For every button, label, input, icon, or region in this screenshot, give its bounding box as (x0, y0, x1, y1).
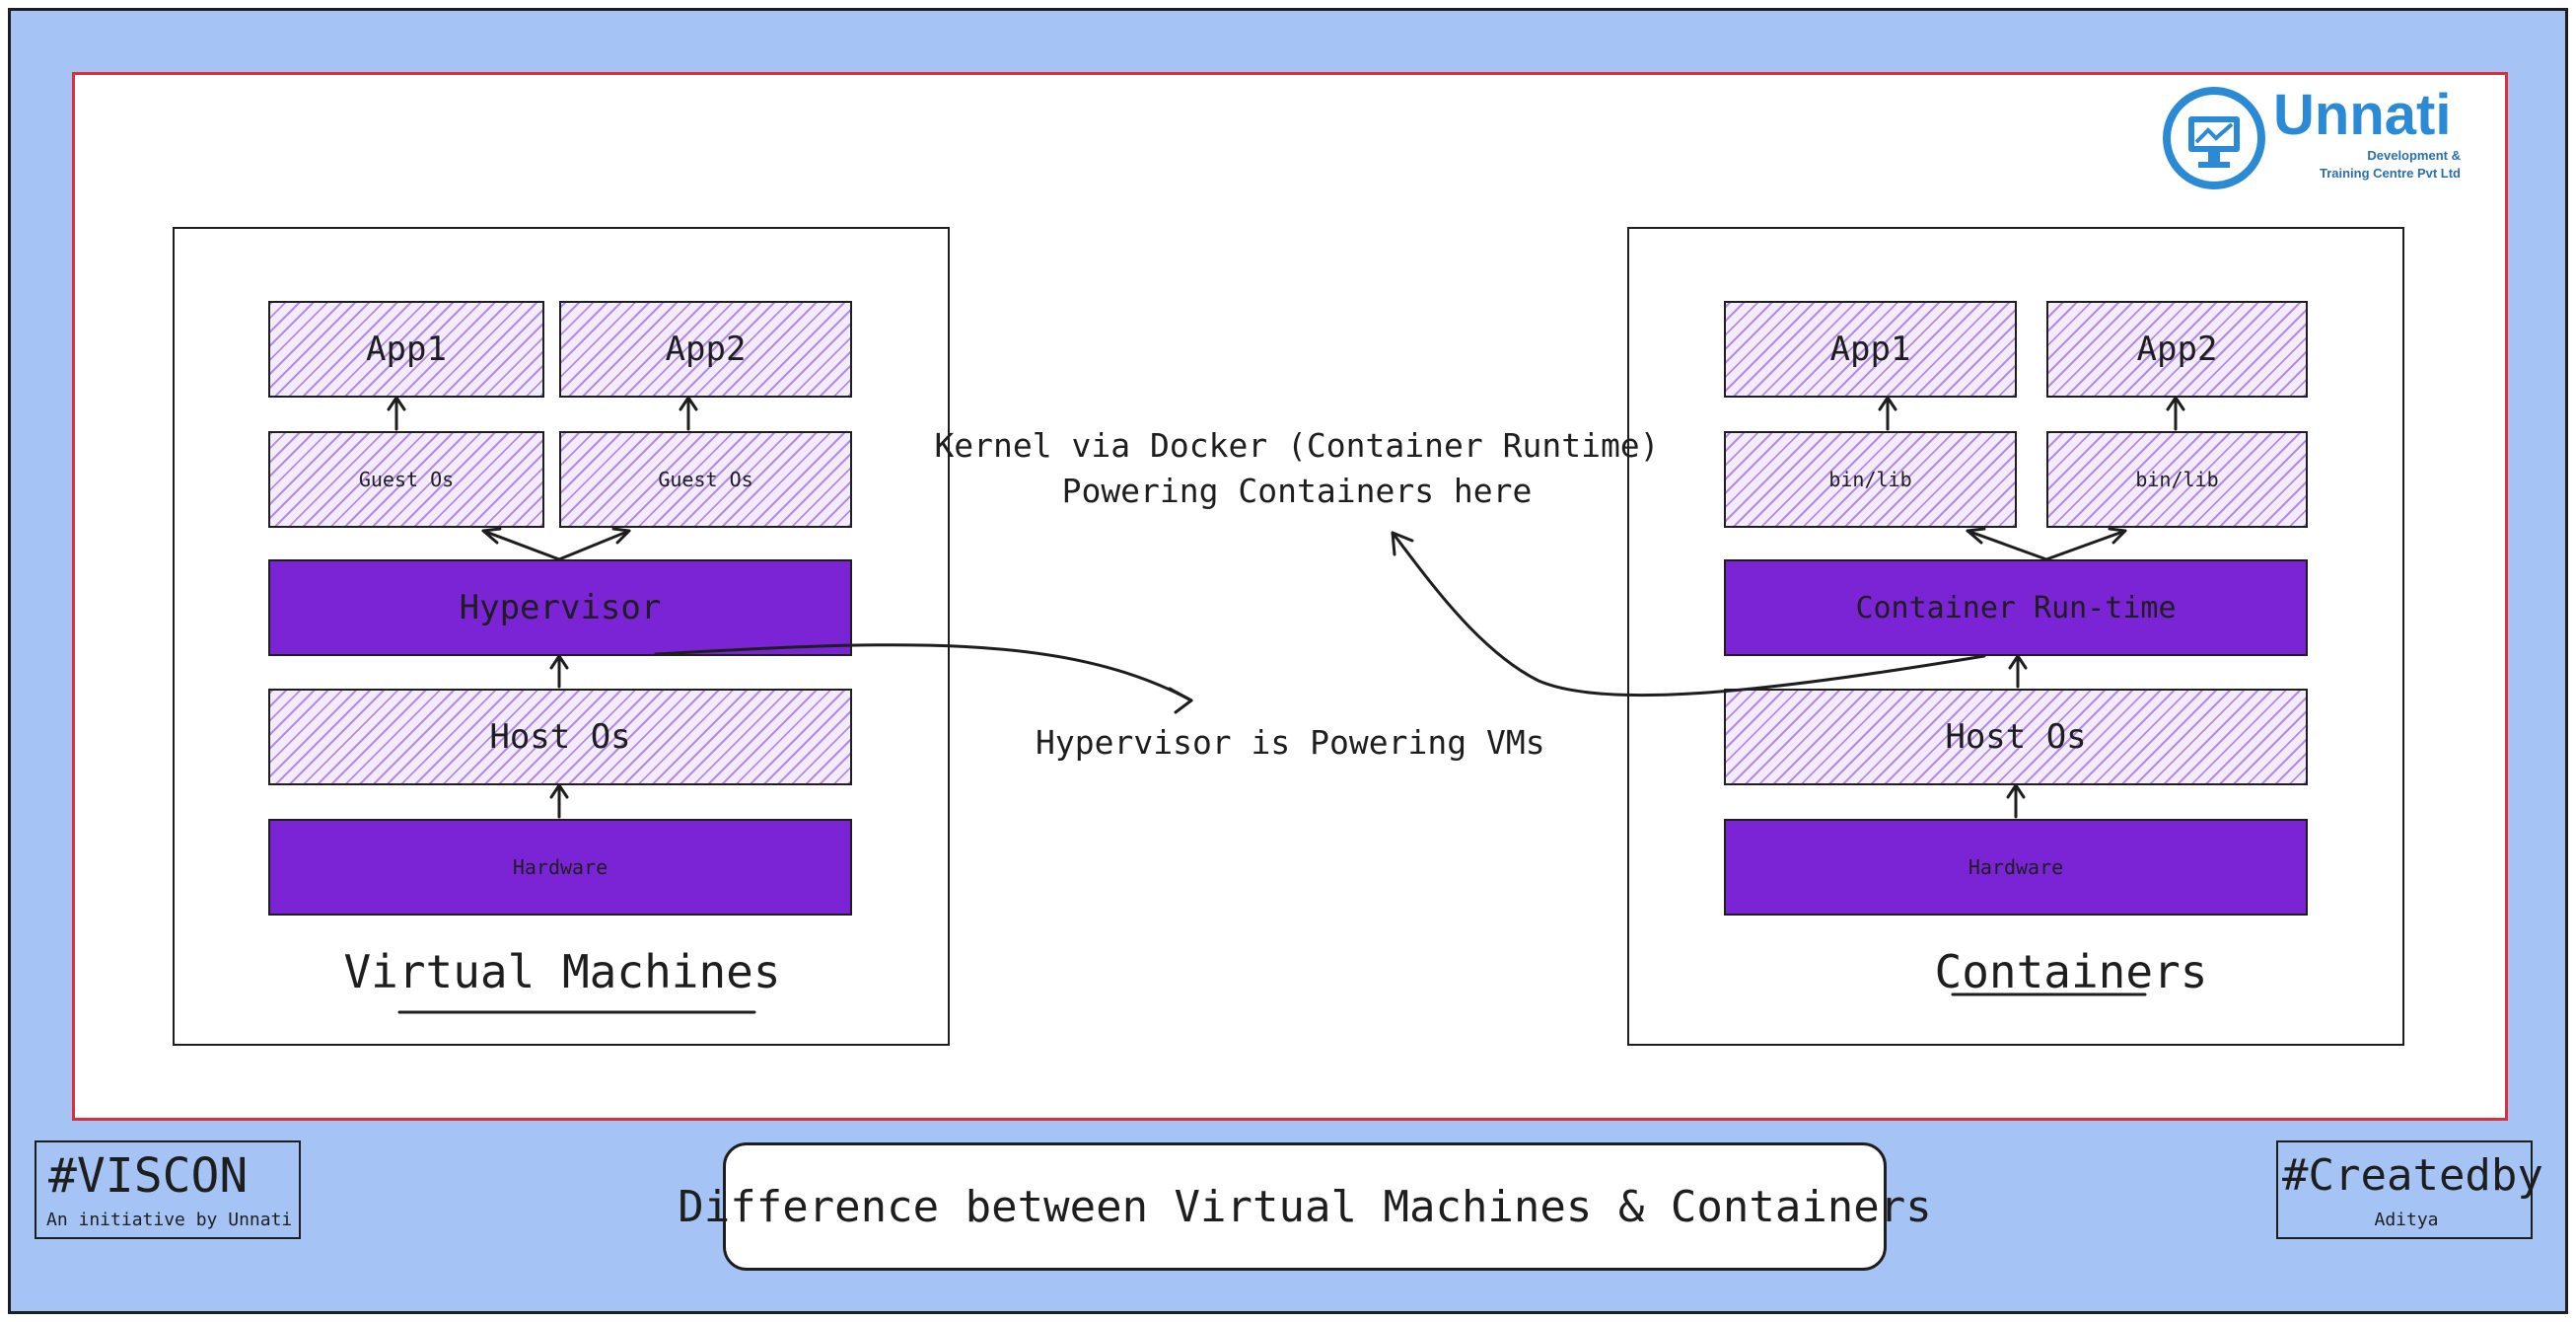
logo-line-2: Training Centre Pvt Ltd (2319, 166, 2461, 181)
container-app2-box: App2 (2046, 301, 2308, 398)
binlib-1-box: bin/lib (1724, 431, 2017, 528)
monitor-logo-icon (2163, 87, 2265, 189)
vm-app1-box: App1 (268, 301, 544, 398)
container-hardware-box: Hardware (1724, 819, 2308, 916)
binlib-2-box: bin/lib (2046, 431, 2308, 528)
author-name: Aditya (2374, 1210, 2439, 1230)
vm-app2-box: App2 (559, 301, 852, 398)
hypervisor-note: Hypervisor is Powering VMs (1036, 723, 1545, 762)
logo-name: Unnati (2273, 83, 2452, 147)
createdby-hashtag: #Createdby (2282, 1150, 2543, 1201)
vm-hardware-box: Hardware (268, 819, 852, 916)
kernel-note-line-1: Kernel via Docker (Container Runtime) (934, 426, 1660, 465)
vm-host-os-box: Host Os (268, 689, 852, 785)
createdby-tag: #Createdby Aditya (2276, 1140, 2543, 1239)
logo-line-1: Development & (2367, 148, 2461, 163)
viscon-hashtag: #VISCON (48, 1148, 249, 1204)
container-app1-box: App1 (1724, 301, 2017, 398)
vm-guest-os-1-box: Guest Os (268, 431, 544, 528)
container-runtime-box: Container Run-time (1724, 559, 2308, 656)
hypervisor-box: Hypervisor (268, 559, 852, 656)
container-host-os-box: Host Os (1724, 689, 2308, 785)
vm-guest-os-2-box: Guest Os (559, 431, 852, 528)
viscon-tag: #VISCON An initiative by Unnati (35, 1140, 301, 1239)
viscon-initiative: An initiative by Unnati (46, 1210, 293, 1230)
unnati-logo: Unnati Development & Training Centre Pvt… (2163, 85, 2469, 193)
containers-title: Containers (1934, 945, 2208, 998)
vm-title: Virtual Machines (343, 945, 781, 998)
main-title: Difference between Virtual Machines & Co… (678, 1142, 1932, 1271)
kernel-note-line-2: Powering Containers here (1061, 472, 1533, 510)
